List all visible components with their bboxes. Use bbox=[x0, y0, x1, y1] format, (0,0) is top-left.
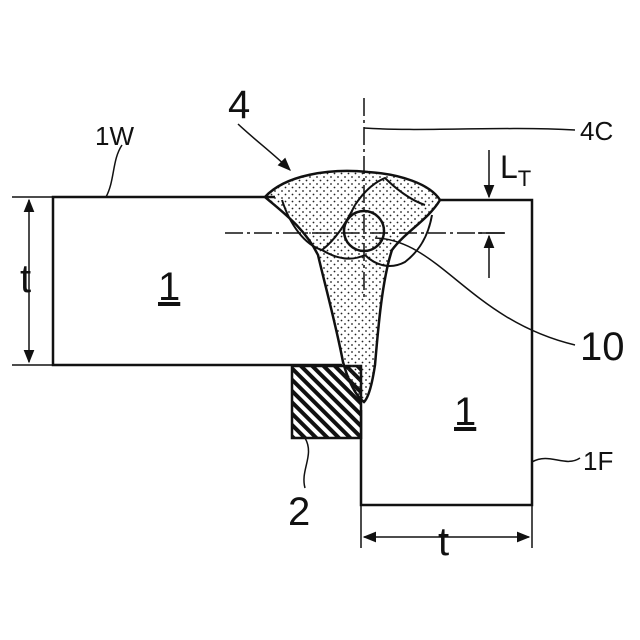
leader-4c bbox=[364, 128, 575, 130]
label-weld-center: 4C bbox=[580, 116, 613, 146]
label-point: 10 bbox=[580, 325, 625, 369]
label-thickness-left: t bbox=[20, 257, 31, 301]
label-flange-plate-ref: 1F bbox=[583, 446, 613, 476]
label-weld: 4 bbox=[228, 83, 250, 127]
label-plate-flange: 1 bbox=[454, 390, 476, 434]
label-lt-main: L bbox=[500, 149, 518, 185]
leader-1w bbox=[106, 145, 122, 197]
label-backing: 2 bbox=[288, 490, 310, 534]
leader-10 bbox=[375, 238, 575, 345]
label-lt-sub: T bbox=[518, 166, 531, 191]
label-plate-web: 1 bbox=[158, 265, 180, 309]
label-web-plate-ref: 1W bbox=[95, 121, 134, 151]
label-lt: LT bbox=[500, 149, 531, 191]
leader-1f bbox=[532, 458, 580, 462]
label-thickness-bottom: t bbox=[438, 520, 449, 564]
leader-2 bbox=[304, 438, 309, 488]
leader-4 bbox=[238, 124, 290, 170]
